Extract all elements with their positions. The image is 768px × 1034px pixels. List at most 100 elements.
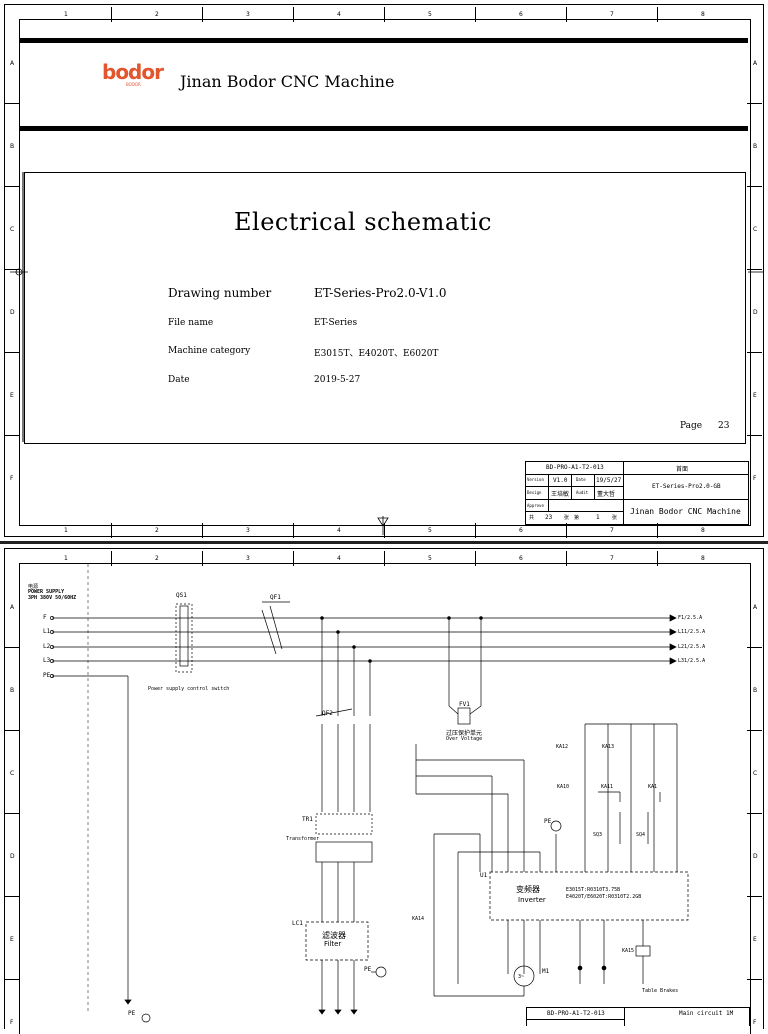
ruler-mark-f: F — [753, 1019, 757, 1026]
ruler-mark-f: F — [10, 1019, 14, 1026]
ruler-tick — [747, 813, 762, 814]
ruler-mark-e: E — [10, 392, 14, 399]
tb-version-label: Version — [527, 477, 544, 482]
ruler-tick — [747, 730, 762, 731]
ruler-tick — [293, 7, 294, 22]
tb-drawing-no: BD-PRO-A1-T2-013 — [546, 464, 604, 471]
relay-ka14: KA14 — [412, 916, 425, 922]
ruler-tick — [475, 551, 476, 566]
inverter-label-en: Inverter — [518, 896, 546, 904]
ruler-mark-4: 4 — [337, 555, 341, 562]
relay-ka13: KA13 — [602, 744, 615, 750]
date-value: 2019-5-27 — [314, 375, 361, 385]
company-name: Jinan Bodor CNC Machine — [180, 72, 395, 91]
ruler-tick — [747, 186, 762, 187]
ruler-tick — [293, 551, 294, 566]
tb-date-label: Date — [576, 477, 586, 482]
phase-f-label: F — [43, 614, 47, 621]
qs1-desc: Power supply control switch — [148, 686, 230, 692]
sheet-separator — [0, 541, 768, 544]
ruler-mark-1: 1 — [64, 555, 68, 562]
document-title: Electrical schematic — [234, 208, 492, 236]
tb2-drawing-no: BD-PRO-A1-T2-013 — [547, 1010, 605, 1017]
ruler-mark-d: D — [753, 853, 758, 860]
phase-l3-label: L3 — [43, 657, 51, 664]
ruler-mark-f: F — [10, 475, 14, 482]
ruler-mark-8: 8 — [701, 527, 705, 534]
ruler-mark-7: 7 — [610, 527, 614, 534]
output-l21: L21/2.5.A — [678, 644, 706, 650]
tb-company: Jinan Bodor CNC Machine — [630, 507, 741, 516]
ruler-mark-2: 2 — [155, 527, 159, 534]
supply-label: POWER SUPPLY — [28, 589, 65, 595]
table-brakes-label: Table Brakes — [642, 988, 679, 994]
filter-label-en: Filter — [324, 940, 342, 948]
ruler-mark-c: C — [753, 226, 758, 233]
motor-symbol: 3~ — [518, 974, 525, 980]
ruler-tick — [384, 523, 385, 538]
qs1-label: QS1 — [176, 592, 187, 599]
tb-auditor: 董大哲 — [597, 491, 616, 498]
ruler-mark-b: B — [753, 687, 758, 694]
ruler-tick — [4, 730, 19, 731]
machine-category-label: Machine category — [168, 346, 251, 356]
drawing-number-label: Drawing number — [168, 286, 272, 300]
tb-total-prefix: 共 — [529, 515, 535, 521]
file-name-value: ET-Series — [314, 318, 358, 328]
ruler-tick — [202, 7, 203, 22]
ruler-mark-a: A — [753, 604, 758, 611]
fv1-label: FV1 — [459, 701, 470, 708]
switch-sq3: SQ3 — [593, 832, 603, 838]
ruler-mark-3: 3 — [246, 11, 250, 18]
ruler-tick — [4, 435, 19, 436]
ruler-tick — [475, 523, 476, 538]
tb-total-suffix: 张 — [564, 515, 570, 521]
ruler-mark-e: E — [753, 392, 757, 399]
date-label: Date — [168, 375, 190, 385]
ruler-tick — [111, 551, 112, 566]
pe-ground-filter: PE — [364, 966, 372, 973]
page-count: 23 — [718, 421, 730, 431]
ruler-tick — [4, 896, 19, 897]
ruler-mark-a: A — [10, 60, 15, 67]
ruler-tick — [111, 523, 112, 538]
ruler-tick — [4, 979, 19, 980]
file-name-label: File name — [168, 318, 214, 328]
ruler-tick — [202, 523, 203, 538]
tb-design-label: Design — [527, 490, 542, 495]
sheet-border — [4, 548, 764, 1029]
m1-label: M1 — [542, 968, 550, 975]
ruler-mark-c: C — [753, 770, 758, 777]
ruler-tick — [4, 352, 19, 353]
ruler-tick — [384, 551, 385, 566]
header-band-bottom — [20, 126, 748, 131]
output-l31: L31/2.5.A — [678, 658, 706, 664]
ruler-tick — [4, 269, 19, 270]
ruler-tick — [384, 7, 385, 22]
ruler-mark-a: A — [753, 60, 758, 67]
supply-spec: 3PH 380V 50/60HZ — [28, 595, 77, 601]
page-label: Page — [680, 421, 703, 431]
ruler-mark-d: D — [753, 309, 758, 316]
relay-ka15: KA15 — [622, 948, 635, 954]
ruler-mark-1: 1 — [64, 527, 68, 534]
machine-category-value: E3015T、E4020T、E6020T — [314, 349, 439, 359]
ruler-tick — [566, 7, 567, 22]
tb2-main-circuit: Main circuit 1M — [679, 1010, 734, 1017]
ruler-tick — [475, 7, 476, 22]
ruler-tick — [566, 551, 567, 566]
relay-ka10: KA10 — [557, 784, 570, 790]
ruler-mark-2: 2 — [155, 11, 159, 18]
relay-ka1: KA1 — [648, 784, 658, 790]
ruler-tick — [747, 352, 762, 353]
phase-l2-label: L2 — [43, 643, 51, 650]
ruler-mark-6: 6 — [519, 527, 523, 534]
ruler-mark-b: B — [10, 687, 15, 694]
tb-no: 1 — [596, 514, 600, 521]
ruler-tick — [747, 269, 762, 270]
ruler-mark-e: E — [753, 936, 757, 943]
inverter-spec-2: E4020T/E6020T:R0310T2.2GB — [566, 894, 642, 900]
u1-label: U1 — [480, 872, 488, 879]
ruler-mark-6: 6 — [519, 555, 523, 562]
